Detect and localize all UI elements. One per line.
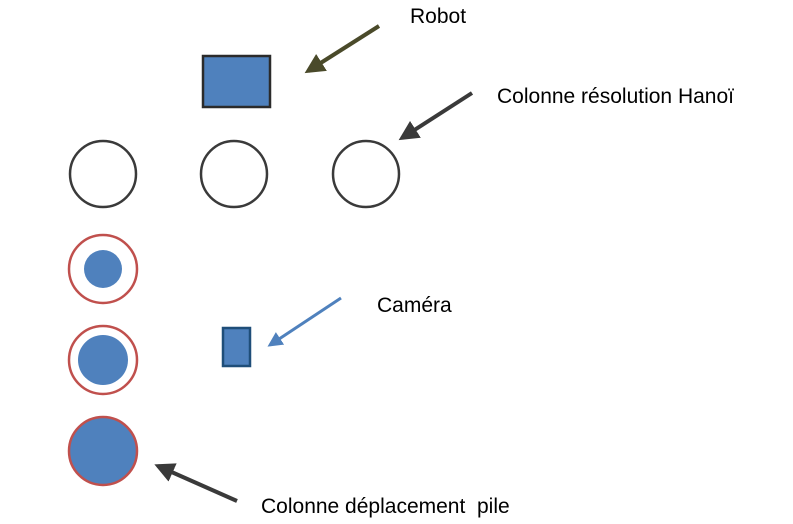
pile-column-arrow xyxy=(154,463,238,503)
pile-column-label: Colonne déplacement pile xyxy=(261,495,510,518)
hanoi-column-label: Colonne résolution Hanoï xyxy=(497,85,734,108)
hanoi-column-arrow xyxy=(398,91,474,141)
pile-disc-large xyxy=(67,415,139,487)
hanoi-column-3 xyxy=(331,139,401,209)
hanoi-column-2 xyxy=(199,139,269,209)
camera-block xyxy=(221,326,252,368)
camera-label: Caméra xyxy=(377,294,452,317)
pile-disc-medium xyxy=(78,335,128,385)
robot-block xyxy=(201,54,272,109)
robot-arrow xyxy=(304,24,381,74)
camera-arrow xyxy=(267,296,342,347)
hanoi-column-1 xyxy=(68,139,138,209)
robot-label: Robot xyxy=(410,5,467,28)
pile-disc-small xyxy=(84,250,122,288)
